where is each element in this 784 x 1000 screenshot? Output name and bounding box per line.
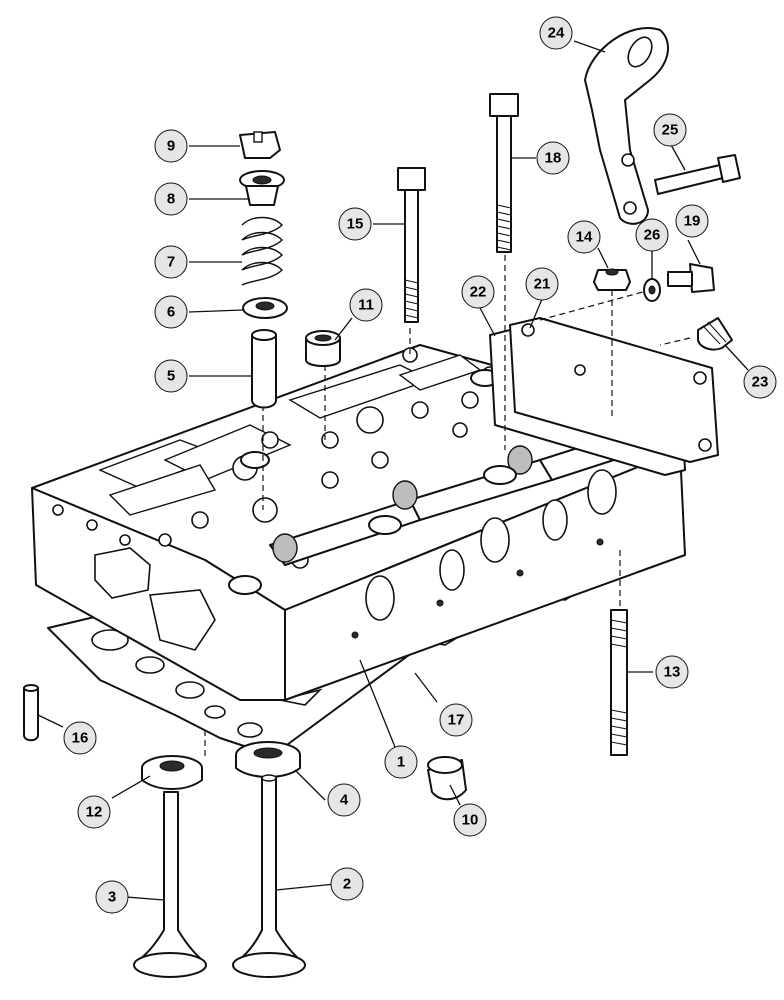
svg-text:9: 9 xyxy=(167,138,175,155)
svg-text:11: 11 xyxy=(358,297,374,314)
svg-text:19: 19 xyxy=(684,213,701,230)
callout-17: 17 xyxy=(439,703,473,737)
valve-spring-cap xyxy=(239,170,285,206)
callout-18: 18 xyxy=(536,141,570,175)
svg-text:14: 14 xyxy=(576,229,593,246)
callout-22: 22 xyxy=(461,275,495,309)
head-bolt-short xyxy=(397,167,426,323)
svg-text:25: 25 xyxy=(662,122,679,139)
manifold-flange xyxy=(509,317,719,463)
callout-5: 5 xyxy=(154,359,188,393)
intake-valve xyxy=(133,791,207,978)
svg-text:6: 6 xyxy=(167,304,175,321)
callout-3: 3 xyxy=(95,880,129,914)
callout-4: 4 xyxy=(327,783,361,817)
svg-text:12: 12 xyxy=(86,804,103,821)
svg-text:18: 18 xyxy=(545,150,562,167)
valve-collets xyxy=(239,131,281,159)
seal-ring xyxy=(427,756,467,801)
callout-14: 14 xyxy=(567,220,601,254)
callout-10: 10 xyxy=(453,803,487,837)
valve-seat-insert xyxy=(235,741,301,778)
svg-text:10: 10 xyxy=(462,812,479,829)
flat-washer xyxy=(643,278,661,302)
callout-8: 8 xyxy=(154,182,188,216)
callout-12: 12 xyxy=(77,795,111,829)
callout-23: 23 xyxy=(743,365,777,399)
rubber-cap xyxy=(697,317,733,351)
callout-25: 25 xyxy=(653,113,687,147)
callout-15: 15 xyxy=(338,207,372,241)
callout-11: 11 xyxy=(349,288,383,322)
svg-text:24: 24 xyxy=(548,25,565,42)
svg-text:1: 1 xyxy=(397,754,405,771)
assembly-centre-lines xyxy=(204,255,691,760)
svg-text:3: 3 xyxy=(108,889,116,906)
svg-text:26: 26 xyxy=(644,227,661,244)
callout-16: 16 xyxy=(63,721,97,755)
callout-9: 9 xyxy=(154,129,188,163)
svg-text:5: 5 xyxy=(167,368,175,385)
lifting-bracket xyxy=(584,27,670,225)
leader-lines xyxy=(37,40,749,901)
short-hex-bolt xyxy=(667,263,715,293)
svg-text:13: 13 xyxy=(664,664,681,681)
callout-7: 7 xyxy=(154,245,188,279)
callout-13: 13 xyxy=(655,655,689,689)
hex-nut xyxy=(593,268,631,291)
callout-6: 6 xyxy=(154,295,188,329)
valve-stem-seal xyxy=(141,755,203,790)
callout-21: 21 xyxy=(525,267,559,301)
head-bolt-long xyxy=(489,93,519,253)
spring-seat-washer xyxy=(242,297,288,319)
svg-text:15: 15 xyxy=(347,216,364,233)
valve-guide xyxy=(251,329,277,409)
svg-text:2: 2 xyxy=(343,876,351,893)
callout-26: 26 xyxy=(635,218,669,252)
dowel-pin xyxy=(23,684,39,742)
threaded-plug xyxy=(305,330,341,367)
svg-text:17: 17 xyxy=(448,712,465,729)
exhaust-valve xyxy=(232,774,306,978)
svg-text:21: 21 xyxy=(534,276,551,293)
stud xyxy=(610,609,628,756)
svg-text:7: 7 xyxy=(167,254,175,271)
svg-text:8: 8 xyxy=(167,191,175,208)
valve-spring xyxy=(241,216,283,286)
svg-text:23: 23 xyxy=(752,374,769,391)
lifting-bracket-bolt xyxy=(654,154,741,195)
callout-2: 2 xyxy=(330,867,364,901)
svg-text:4: 4 xyxy=(340,792,349,809)
callout-1: 1 xyxy=(384,745,418,779)
callout-24: 24 xyxy=(539,16,573,50)
svg-text:22: 22 xyxy=(470,284,487,301)
svg-text:16: 16 xyxy=(72,730,89,747)
callout-19: 19 xyxy=(675,204,709,238)
